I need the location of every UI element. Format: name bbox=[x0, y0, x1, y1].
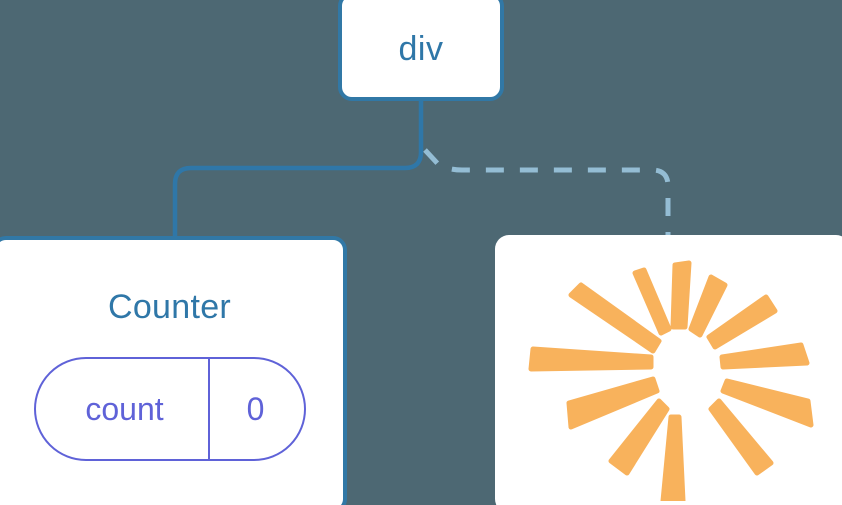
ray-ene bbox=[719, 342, 809, 370]
node-div[interactable]: div bbox=[338, 0, 504, 101]
state-pill-count[interactable]: count 0 bbox=[33, 357, 306, 461]
ray-n bbox=[670, 260, 691, 330]
node-counter-label: Counter bbox=[107, 288, 232, 326]
state-value-label: 0 bbox=[207, 359, 302, 459]
edge-root-to-sparkle bbox=[423, 148, 671, 240]
ray-ne bbox=[706, 294, 777, 350]
node-render-flash[interactable] bbox=[495, 235, 842, 505]
state-key-label: count bbox=[85, 390, 164, 427]
ray-s bbox=[660, 414, 685, 501]
node-div-label: div bbox=[398, 30, 444, 68]
sparkle-burst-icon bbox=[528, 260, 813, 501]
ray-w bbox=[528, 346, 653, 372]
ray-nne bbox=[688, 274, 727, 338]
ray-sw bbox=[566, 376, 659, 430]
ray-e bbox=[720, 378, 813, 428]
ray-nnw bbox=[632, 267, 671, 336]
ray-ssw bbox=[608, 398, 669, 476]
ray-ese bbox=[708, 398, 773, 476]
edge-root-to-counter bbox=[172, 97, 424, 243]
ray-nw bbox=[568, 282, 661, 354]
node-counter[interactable]: Counter count 0 bbox=[0, 236, 347, 505]
